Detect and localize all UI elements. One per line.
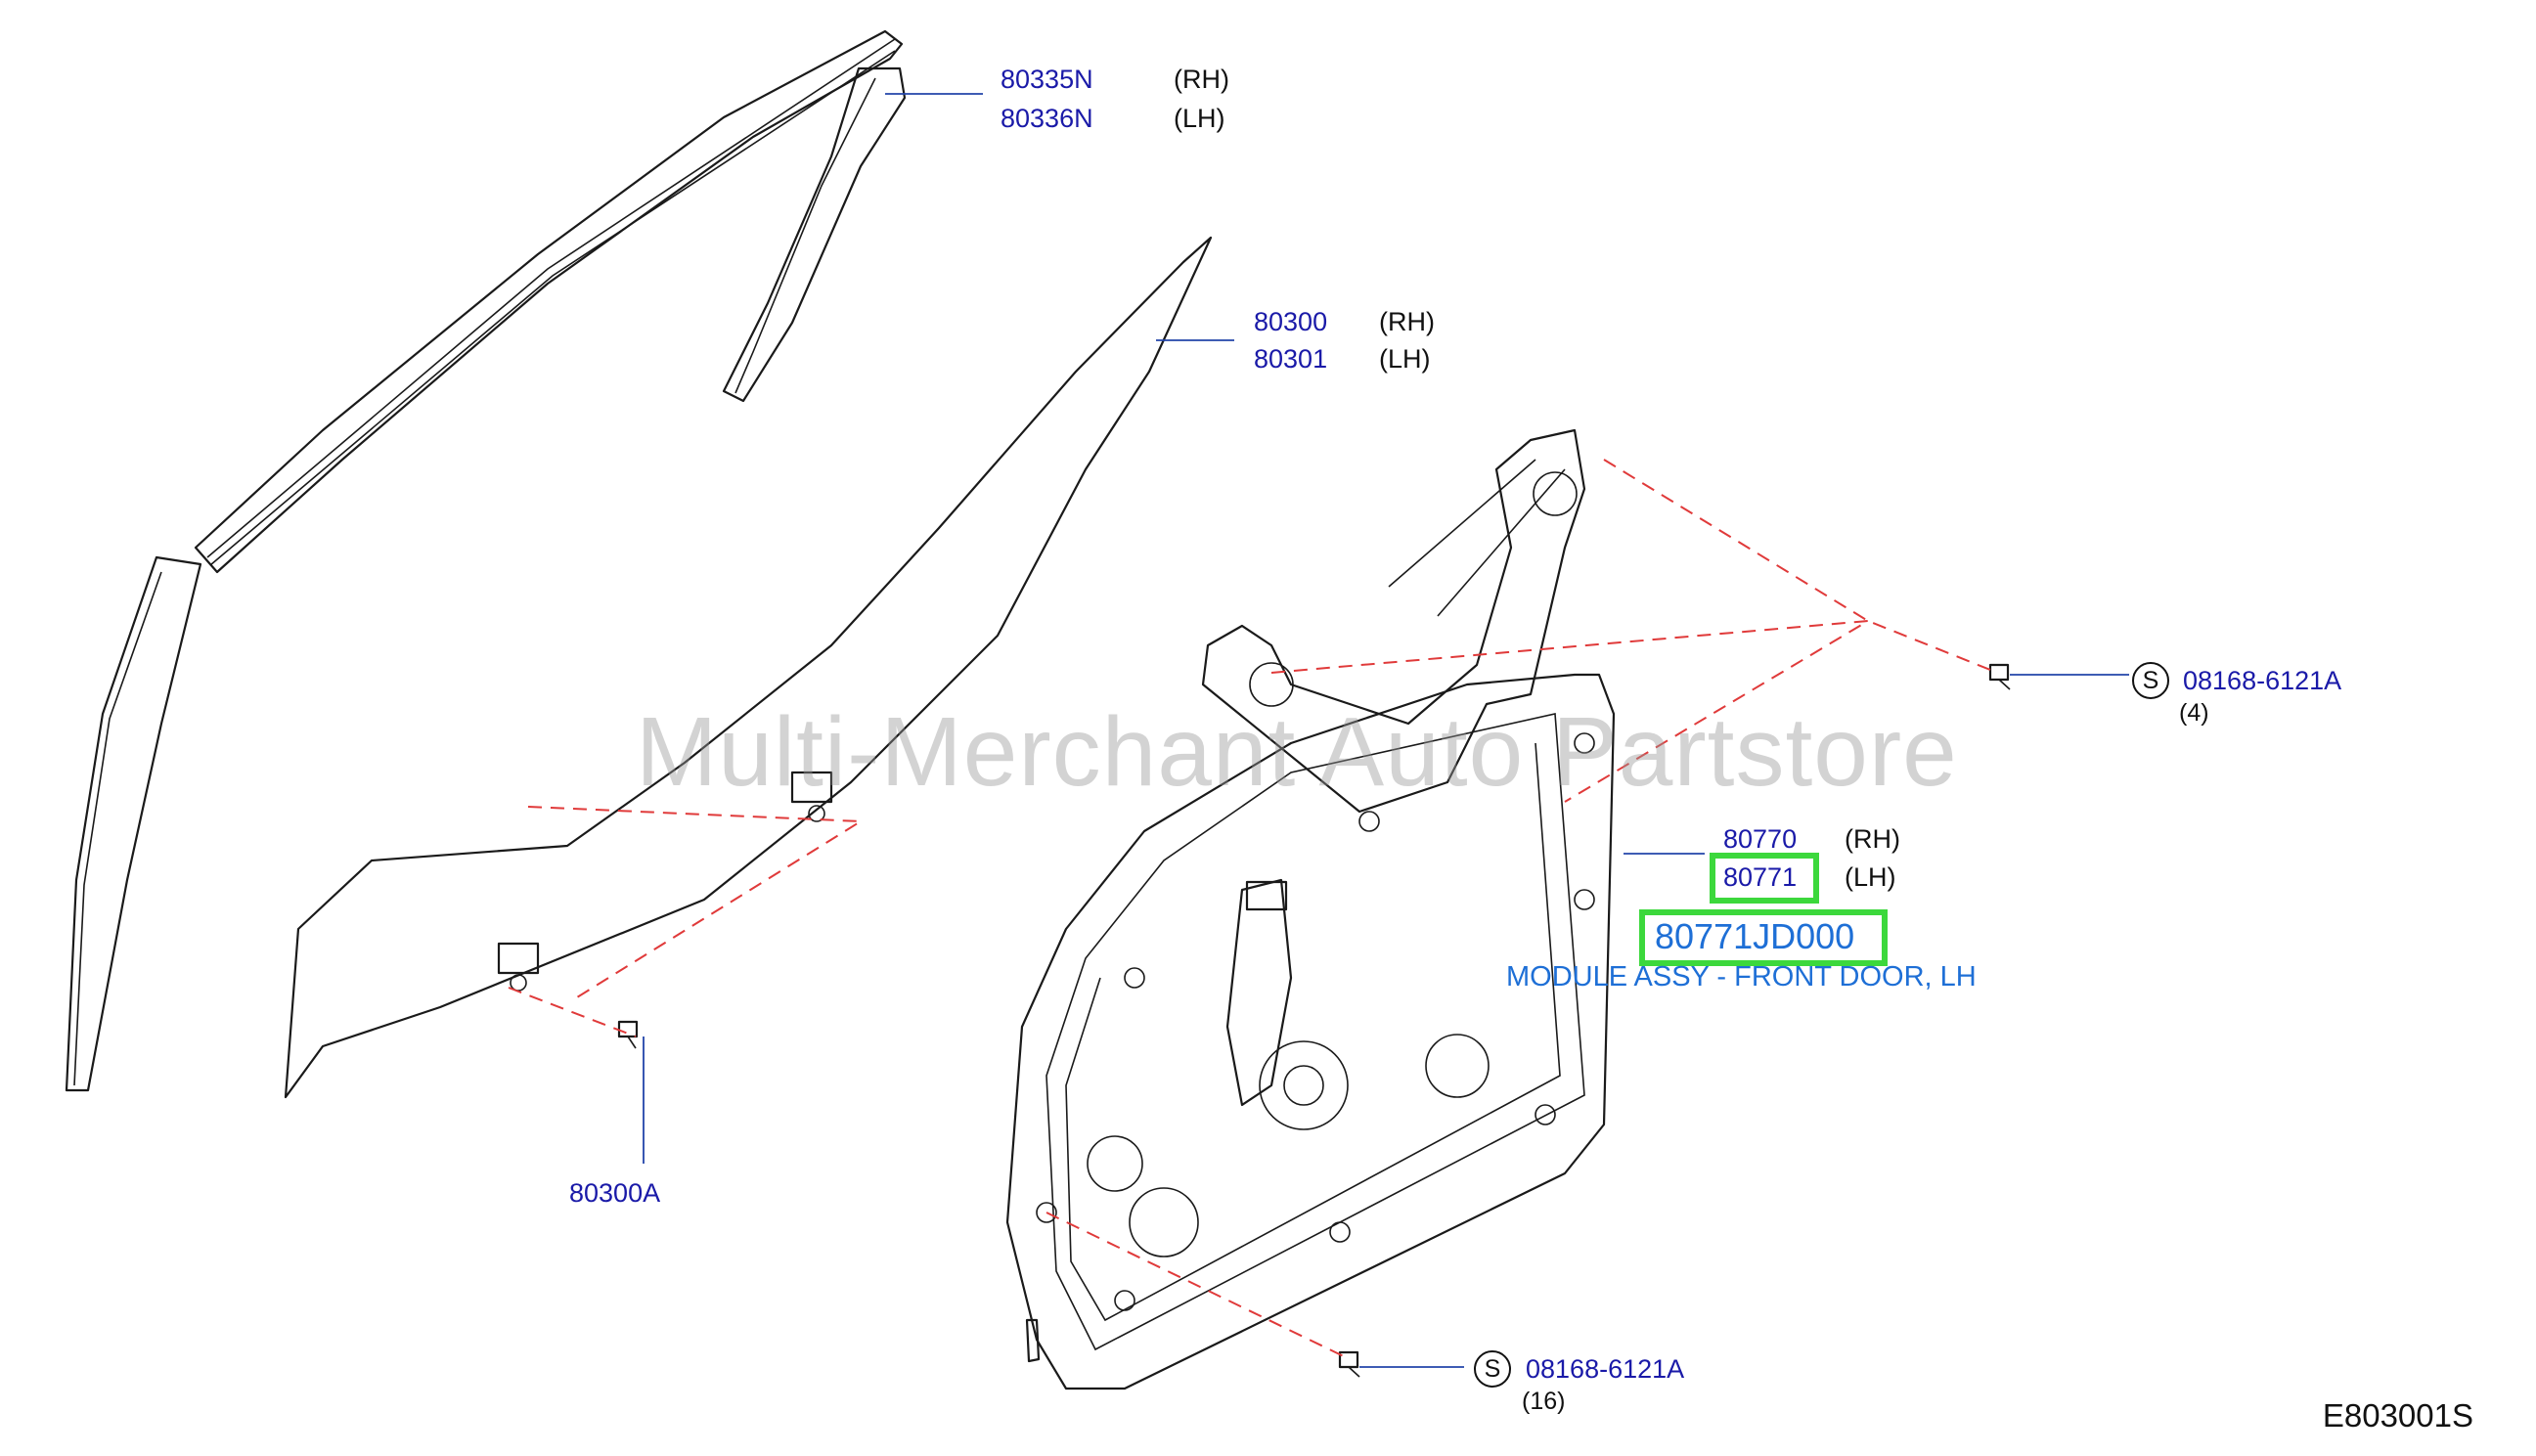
label-bolt-bottom: 08168-6121A [1526,1354,1685,1384]
label-bolt-top-qty: (4) [2179,699,2209,727]
watermark: Multi-Merchant Auto Partstore [636,697,1958,807]
label-glass-bolt: 80300A [569,1178,661,1208]
label-regulator-rh: 80770 [1723,824,1798,854]
glass-clips [497,771,833,992]
diagram-code: E803001S [2322,1397,2473,1434]
label-channel-lh-side: (LH) [1174,104,1225,133]
run-channel [65,29,904,1092]
assembly-lines [508,459,1991,1360]
standard-part-symbol: S [2132,662,2169,699]
highlighted-part-description: MODULE ASSY - FRONT DOOR, LH [1506,961,1977,993]
label-bolt-top: 08168-6121A [2183,666,2342,695]
highlight-box-80771 [1710,853,1819,904]
highlighted-part-number[interactable]: 80771JD000 [1655,916,1855,956]
label-glass-lh: 80301 [1254,344,1328,374]
leader-lines [643,93,2129,1368]
label-regulator-rh-side: (RH) [1845,824,1900,854]
highlight-box-part-number [1639,909,1888,966]
window-regulator-module [1005,428,1616,1390]
label-glass-rh-side: (RH) [1379,307,1435,336]
sash-channel [722,66,907,403]
label-regulator-lh: 80771 [1723,862,1798,892]
label-regulator-lh-side: (LH) [1845,862,1896,892]
bolt-glass [617,1020,639,1049]
bolt-bottom [1338,1350,1360,1378]
bolt-top [1988,663,2011,690]
label-glass-rh: 80300 [1254,307,1328,336]
label-channel-lh: 80336N [1001,104,1093,133]
label-channel-rh-side: (RH) [1174,65,1229,94]
label-channel-rh: 80335N [1001,65,1093,94]
door-glass [284,236,1213,1099]
label-glass-lh-side: (LH) [1379,344,1431,374]
standard-part-symbol-bottom: S [1474,1350,1511,1388]
label-bolt-bottom-qty: (16) [1522,1388,1566,1415]
